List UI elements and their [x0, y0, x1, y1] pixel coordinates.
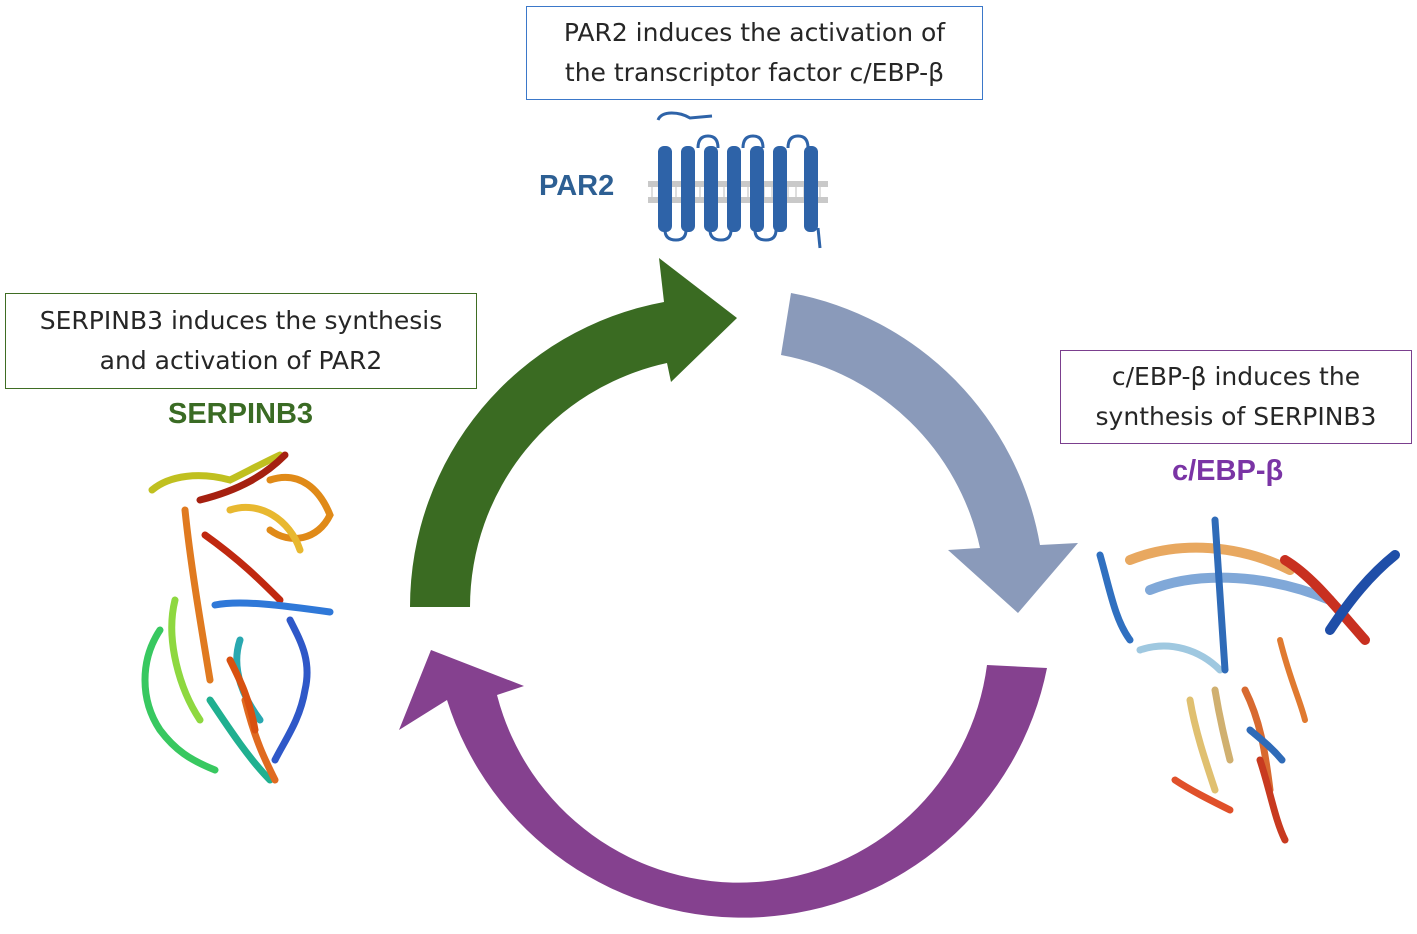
purple-cycle-arrow — [399, 650, 1047, 918]
cebp-dna-structure — [1096, 516, 1400, 844]
serpinb3-label: SERPINB3 — [168, 398, 314, 430]
cebp-description-line1: c/EBP-β induces the — [1111, 362, 1361, 391]
par2-description-line1: PAR2 induces the activation of — [563, 18, 946, 47]
par2-description-line2: the transcriptor factor c/EBP-β — [564, 58, 945, 87]
par2-receptor-icon — [648, 111, 828, 249]
serpinb3-description-line2: and activation of PAR2 — [99, 346, 383, 375]
cebp-description-box: c/EBP-β induces the synthesis of SERPINB… — [1060, 350, 1412, 444]
serpinb3-protein-structure — [141, 451, 334, 784]
cebp-description-line2: synthesis of SERPINB3 — [1095, 402, 1377, 431]
cebp-label: c/EBP-β — [1172, 455, 1284, 487]
serpinb3-description-box: SERPINB3 induces the synthesis and activ… — [5, 293, 477, 389]
serpinb3-description-line1: SERPINB3 induces the synthesis — [39, 306, 443, 335]
blue-cycle-arrow — [781, 293, 1078, 613]
par2-description-box: PAR2 induces the activation of the trans… — [526, 6, 983, 100]
par2-label: PAR2 — [539, 170, 615, 202]
green-cycle-arrow — [410, 258, 737, 607]
